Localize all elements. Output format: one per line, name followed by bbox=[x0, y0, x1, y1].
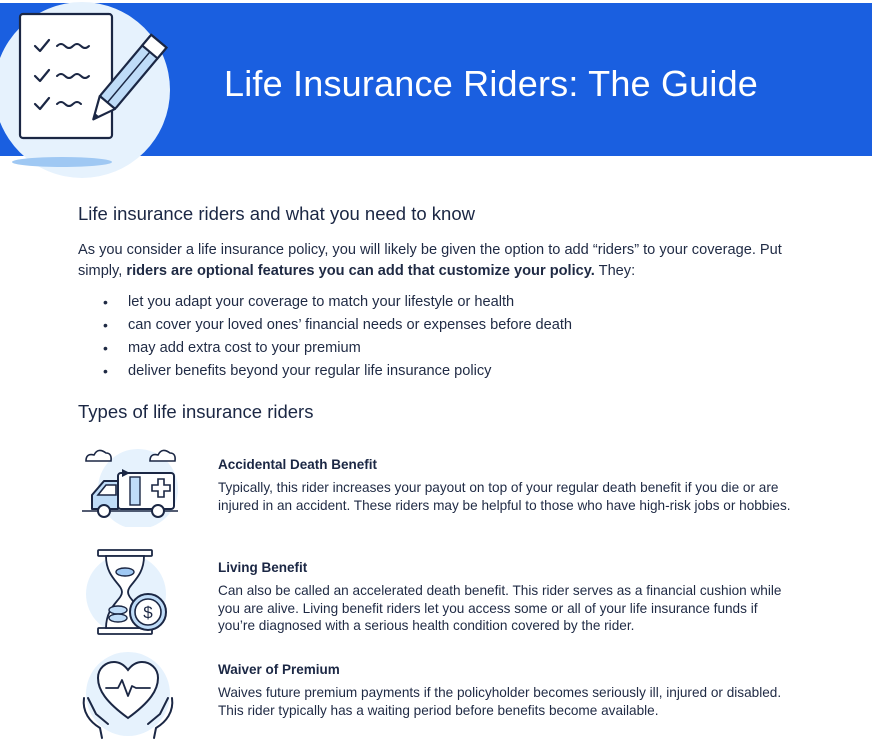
ambulance-icon bbox=[82, 449, 178, 527]
rider-description: Can also be called an accelerated death … bbox=[218, 583, 782, 633]
list-item-text: let you adapt your coverage to match you… bbox=[128, 294, 515, 310]
hourglass-coins-icon: $ bbox=[86, 549, 167, 635]
bullet-icon: • bbox=[103, 340, 108, 356]
intro-text-part2: They: bbox=[594, 263, 636, 279]
bullet-icon: • bbox=[103, 363, 108, 379]
rider-description: Typically, this rider increases your pay… bbox=[218, 480, 791, 513]
intro-paragraph: As you consider a life insurance policy,… bbox=[78, 240, 808, 282]
list-item: • deliver benefits beyond your regular li… bbox=[78, 360, 572, 383]
rider-description: Waives future premium payments if the po… bbox=[218, 685, 782, 718]
list-item: • may add extra cost to your premium bbox=[78, 337, 572, 360]
section-heading-rider-types: Types of life insurance riders bbox=[78, 401, 314, 422]
list-item-text: may add extra cost to your premium bbox=[128, 340, 361, 356]
benefits-list: • let you adapt your coverage to match yo… bbox=[78, 291, 572, 383]
list-item-text: can cover your loved ones’ financial nee… bbox=[128, 317, 573, 333]
list-item: • let you adapt your coverage to match yo… bbox=[78, 291, 572, 314]
checklist-pencil-icon bbox=[0, 2, 170, 178]
intro-text-part1: As you consider a life insurance policy,… bbox=[78, 242, 782, 279]
bullet-icon: • bbox=[103, 294, 108, 310]
intro-text-bold: riders are optional features you can add… bbox=[126, 263, 595, 279]
section-heading-riders-intro: Life insurance riders and what you need … bbox=[78, 203, 475, 224]
list-item-text: deliver benefits beyond your regular lif… bbox=[128, 363, 492, 379]
heart-hands-icon bbox=[82, 652, 174, 739]
page-title: Life Insurance Riders: The Guide bbox=[224, 63, 759, 104]
rider-title: Accidental Death Benefit bbox=[218, 457, 378, 472]
bullet-icon: • bbox=[103, 317, 108, 333]
rider-title: Waiver of Premium bbox=[218, 662, 340, 677]
svg-text:$: $ bbox=[143, 603, 153, 622]
rider-title: Living Benefit bbox=[218, 560, 308, 575]
list-item: • can cover your loved ones’ financial ne… bbox=[78, 314, 572, 337]
